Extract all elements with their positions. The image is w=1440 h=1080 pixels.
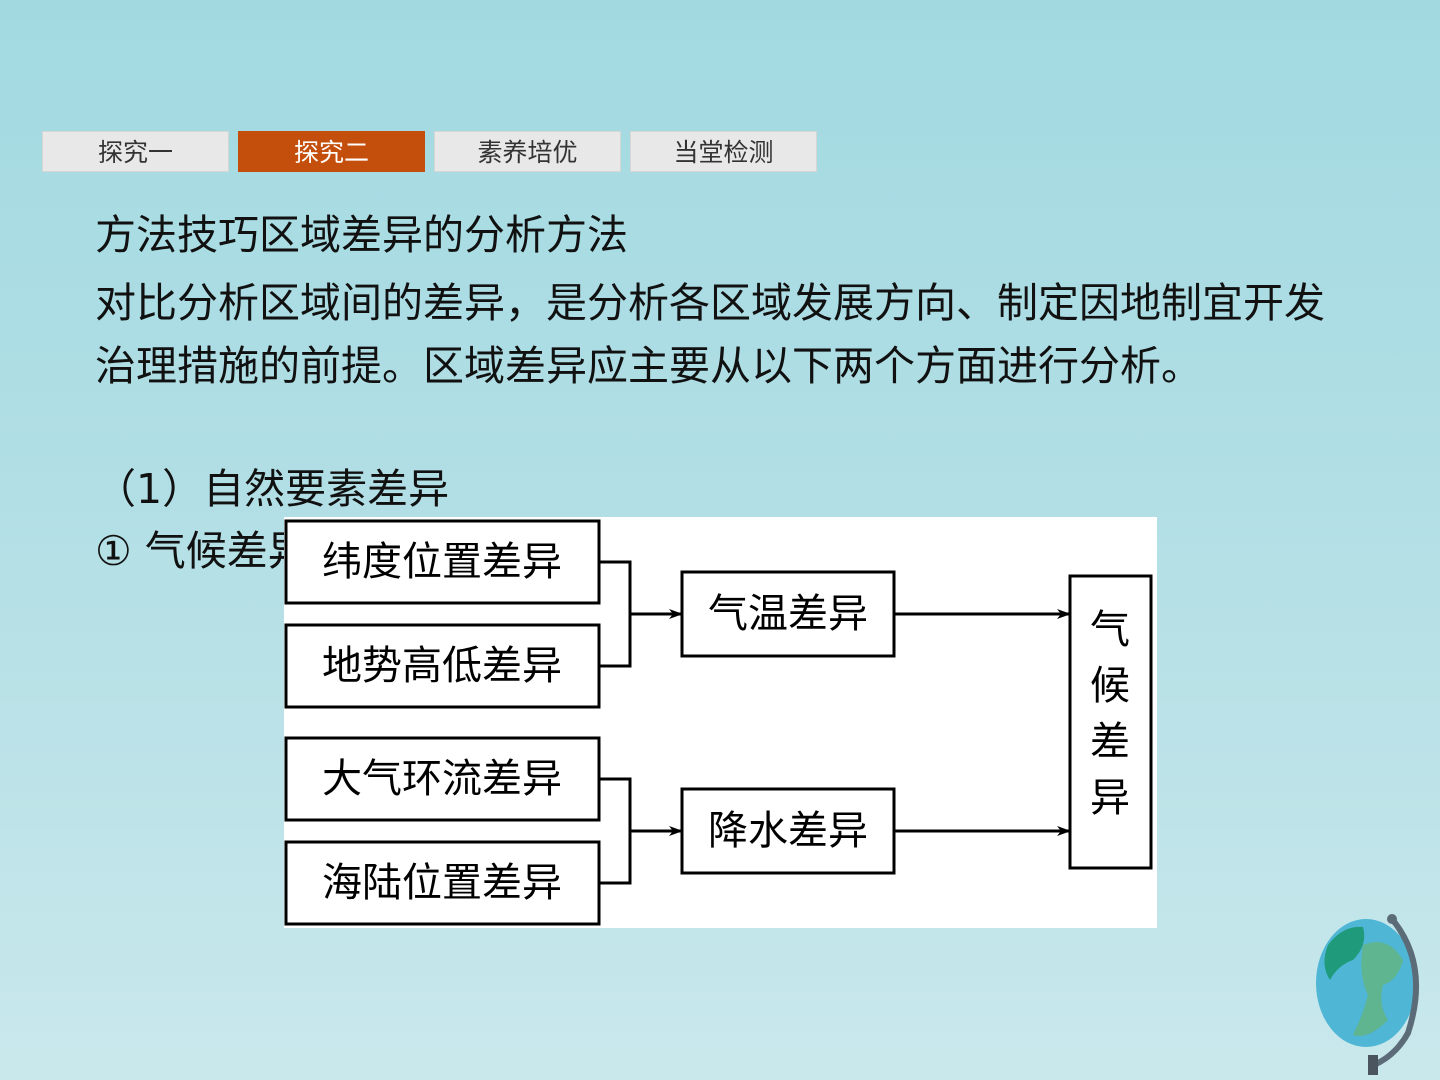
point-climate: ① 气候差异 (95, 527, 309, 575)
tab-bar: 探究一 探究二 素养培优 当堂检测 (42, 131, 817, 172)
label-land-sea: 海陆位置差异 (322, 860, 562, 906)
climate-char: 气 (1090, 607, 1130, 653)
label-precipitation: 降水差异 (708, 808, 868, 854)
box-terrain (284, 623, 601, 709)
subheading-natural: （1）自然要素差异 (95, 465, 450, 513)
box-precipitation (680, 787, 896, 875)
label-climate: 气候差异 (1090, 607, 1130, 821)
page-heading: 方法技巧区域差异的分析方法 (95, 211, 628, 259)
bracket-top (599, 560, 632, 668)
climate-char: 差 (1090, 719, 1130, 765)
box-latitude (284, 519, 601, 605)
intro-paragraph: 对比分析区域间的差异，是分析各区域发展方向、制定因地制宜开发治理措施的前提。区域… (95, 279, 1325, 390)
climate-diagram: 纬度位置差异 地势高低差异 大气环流差异 海陆位置差异 气温差异 降水差异 气候… (284, 517, 1157, 928)
box-circulation (284, 736, 601, 822)
diagram-svg: 纬度位置差异 地势高低差异 大气环流差异 海陆位置差异 气温差异 降水差异 气候… (284, 519, 1153, 926)
label-circulation: 大气环流差异 (322, 756, 562, 802)
climate-char: 候 (1090, 663, 1130, 709)
label-latitude: 纬度位置差异 (322, 539, 562, 585)
tab-class-test[interactable]: 当堂检测 (630, 131, 817, 172)
tab-explore-2[interactable]: 探究二 (238, 131, 425, 172)
label-terrain: 地势高低差异 (322, 643, 562, 689)
globe-icon (1308, 905, 1428, 1075)
tab-literacy[interactable]: 素养培优 (434, 131, 621, 172)
box-climate (1068, 574, 1153, 870)
tab-explore-1[interactable]: 探究一 (42, 131, 229, 172)
label-temperature: 气温差异 (708, 591, 868, 637)
climate-char: 异 (1090, 775, 1130, 821)
bracket-bottom (599, 777, 632, 885)
